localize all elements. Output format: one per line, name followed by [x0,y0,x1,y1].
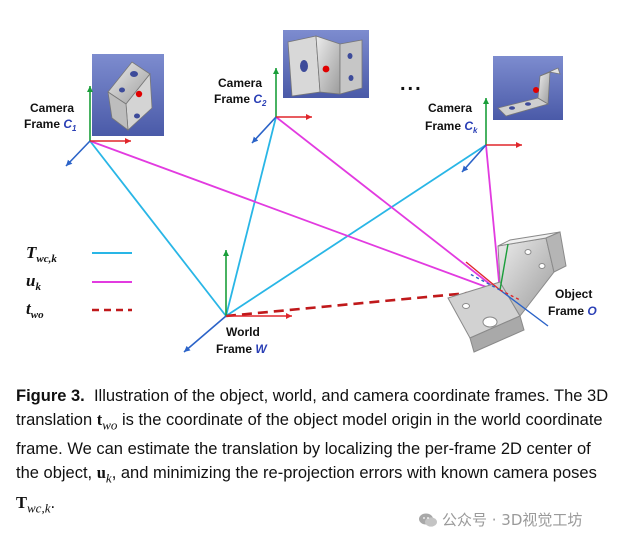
math-u: u [96,463,106,483]
svg-text:Object: Object [555,287,592,301]
math-T-sub: wc,k [27,499,51,515]
camera-1-label: Camera Frame C1 [24,101,77,133]
svg-text:uk: uk [26,271,41,293]
legend-item-translation: two [26,299,132,321]
math-T: T [16,492,28,512]
camera-1-image [92,54,164,136]
svg-text:Frame C2: Frame C2 [214,92,267,108]
object-axes [465,243,549,327]
svg-text:Frame O: Frame O [548,304,597,318]
camera-pose-lines [89,116,487,317]
legend-item-camera-pose: Twc,k [26,243,132,265]
camera-k-label: Camera Frame Ck [425,101,478,135]
translation-line [225,288,501,318]
svg-text:Camera: Camera [218,76,262,90]
legend-item-projection: uk [26,271,132,293]
camera-1-axes [65,86,131,167]
svg-text:Frame C1: Frame C1 [24,117,77,133]
svg-text:Frame Ck: Frame Ck [425,119,478,135]
watermark-text: 公众号 · 3D视觉工坊 [442,511,583,529]
caption-text-4: . [50,493,56,512]
svg-text:World: World [226,325,260,339]
caption-text-1: Illustration of the object, world, and c… [16,387,609,429]
wechat-icon [419,513,437,527]
camera-k-image [493,56,563,120]
world-axes [183,250,292,353]
svg-text:Twc,k: Twc,k [26,243,57,265]
ellipsis: ... [400,73,423,95]
caption-text-3: , and minimizing the re-projection error… [111,464,597,483]
camera-2-image [283,30,369,98]
camera-k-axes [461,98,522,173]
math-t-sub: wo [102,417,118,433]
svg-text:Camera: Camera [428,101,472,115]
figure-caption: Figure 3. Illustration of the object, wo… [16,384,616,520]
coordinate-frames-diagram: Camera Frame C1 Camera Frame C2 ... Came… [24,30,597,356]
caption-text-2: is the coordinate of the object model or… [16,411,603,483]
projection-lines [89,116,501,293]
world-label: World Frame W [216,325,268,356]
figure-label: Figure 3. [16,387,85,405]
svg-text:Frame W: Frame W [216,342,268,356]
watermark: 公众号 · 3D视觉工坊 [418,509,582,530]
math-t: t [96,410,103,429]
svg-text:Camera: Camera [30,101,74,115]
camera-2-label: Camera Frame C2 [214,76,267,108]
math-u-sub: k [105,470,112,486]
svg-text:two: two [26,299,44,321]
object-label: Object Frame O [548,287,597,318]
camera-2-axes [251,68,312,144]
legend: Twc,k uk two [26,243,132,321]
